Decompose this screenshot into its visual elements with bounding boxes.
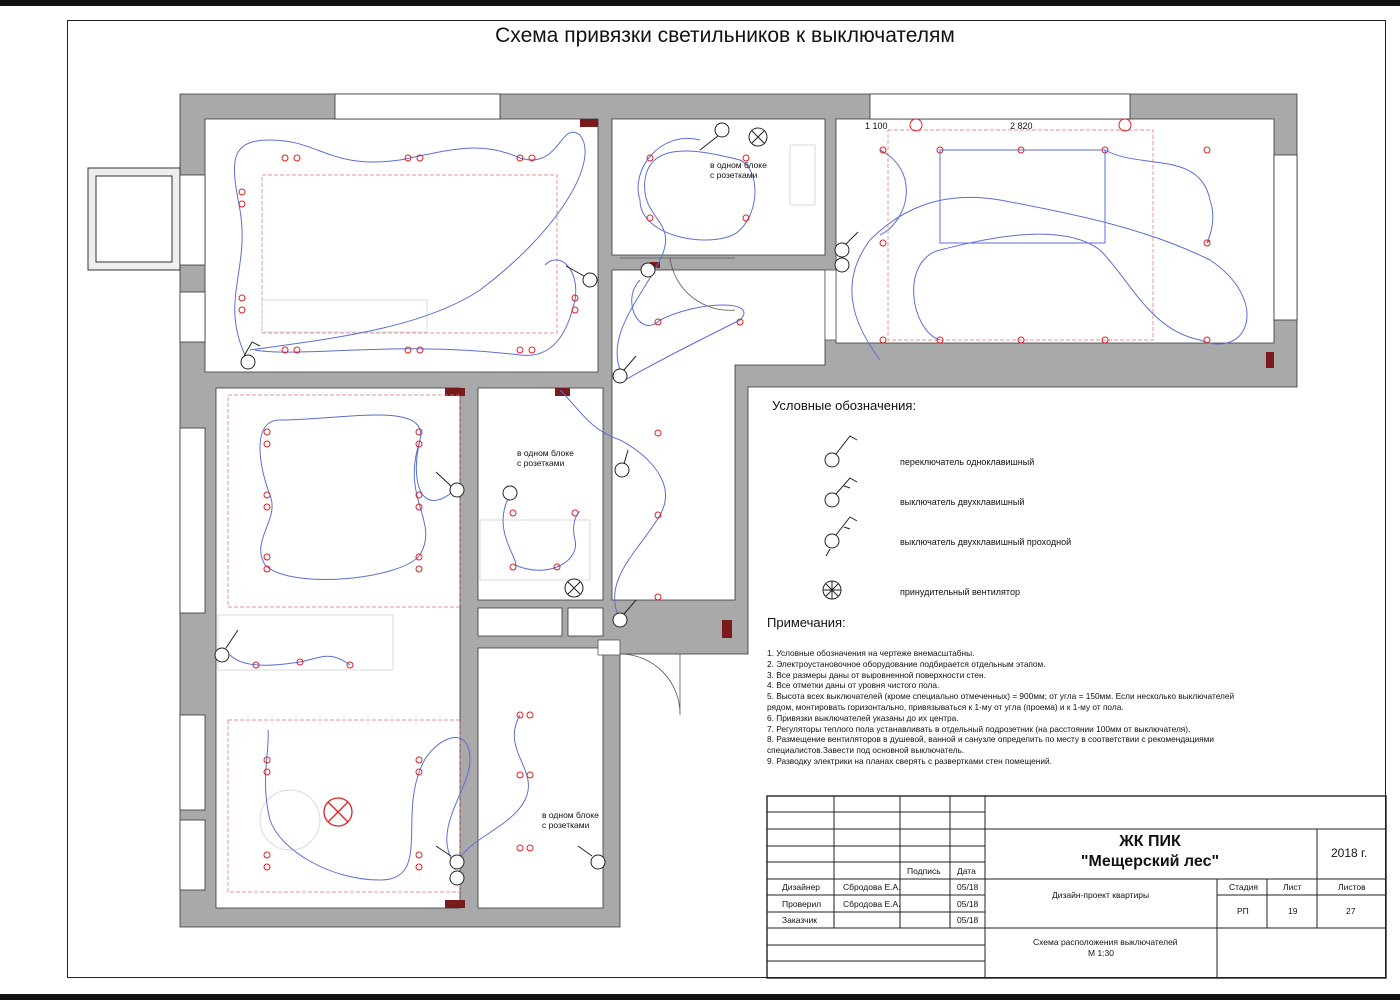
legend-item-fan: принудительный вентилятор — [900, 587, 1020, 597]
doors — [597, 257, 837, 716]
legend-item-double-switch: выключатель двухклавишный — [900, 497, 1025, 507]
windows — [179, 93, 1298, 891]
note-item: 9. Разводку электрики на планах сверять … — [767, 755, 1052, 766]
date-checker: 05/18 — [957, 899, 979, 909]
furniture — [217, 144, 816, 851]
note-item: 4. Все отметки даны от уровня чистого по… — [767, 680, 940, 691]
legend-title: Условные обозначения: — [772, 398, 917, 413]
note-item: 2. Электроустановочное оборудование подб… — [767, 658, 1046, 669]
plan-note-block2-line2: с розетками — [517, 458, 565, 468]
date-client: 05/18 — [957, 915, 979, 925]
col-date-header: Дата — [957, 866, 976, 876]
role-client: Заказчик — [782, 915, 817, 925]
plan-note-block1-line2: с розетками — [710, 170, 758, 180]
title-block-grid — [766, 795, 1387, 979]
switches — [214, 122, 859, 886]
project-name-line1: ЖК ПИК — [1119, 833, 1181, 850]
balcony — [87, 167, 181, 271]
col-sign-header: Подпись — [907, 866, 941, 876]
dimension-1: 1 100 — [865, 121, 888, 131]
plan-note-block2-line1: в одном блоке — [517, 448, 574, 458]
fixtures-room2 — [252, 428, 423, 669]
legend-item-single-switch: переключатель одноклавишный — [900, 457, 1035, 467]
role-checker: Проверил — [782, 899, 822, 909]
note-item: 7. Регуляторы теплого пола устанавливать… — [767, 723, 1191, 734]
legend-item-passthrough-switch: выключатель двухклавишный проходной — [900, 537, 1072, 547]
bottom-border-bar — [0, 994, 1400, 1000]
note-item: 1. Условные обозначения на чертеже внема… — [767, 648, 975, 658]
stage-label: Стадия — [1229, 882, 1258, 892]
stage-value: РП — [1237, 906, 1249, 916]
plan-note-block3-line1: в одном блоке — [542, 810, 599, 820]
legend-symbols — [822, 435, 858, 600]
plan-note-block3-line2: с розетками — [542, 820, 590, 830]
project-name-line2: "Мещерский лес" — [1080, 853, 1220, 870]
note-item: 8. Размещение вентиляторов в душевой, ва… — [767, 734, 1214, 756]
role-designer: Дизайнер — [782, 882, 821, 892]
wiring — [229, 131, 1248, 881]
notes-title: Примечания: — [767, 615, 846, 630]
fixtures-room3 — [263, 711, 534, 871]
note-item: 3. Все размеры даны от выровненной повер… — [767, 669, 986, 680]
fixtures-living — [238, 154, 579, 354]
bedroom-light-loop — [939, 149, 1106, 244]
project-year: 2018 г. — [1331, 846, 1368, 860]
note-item: 5. Высота всех выключателей (кроме специ… — [767, 691, 1235, 712]
name-designer: Сбродова Е.А. — [843, 882, 901, 892]
fixtures-bedroom — [879, 118, 1211, 344]
sheet-value: 19 — [1288, 906, 1298, 916]
plan-note-block1: в одном блоке с розетками — [710, 160, 767, 180]
fixtures-bath — [509, 509, 579, 571]
plan-note-block3: в одном блоке с розетками — [542, 810, 599, 830]
date-designer: 05/18 — [957, 882, 979, 892]
drawing-frame — [67, 20, 1386, 978]
name-checker: Сбродова Е.А. — [843, 899, 901, 909]
plan-note-block1-line1: в одном блоке — [710, 160, 767, 170]
drawing-name: Схема расположения выключателей — [1033, 937, 1178, 947]
accent-blocks — [445, 119, 1274, 908]
sheets-value: 27 — [1346, 906, 1356, 916]
ceiling-outlines — [227, 129, 1154, 893]
top-border-bar — [0, 0, 1400, 6]
dimension-2: 2 820 — [1010, 121, 1033, 131]
drawing-scale: М 1:30 — [1088, 948, 1114, 958]
note-item: 6. Привязки выключателей указаны до их ц… — [767, 712, 959, 723]
plan-note-block2: в одном блоке с розетками — [517, 448, 574, 468]
sheet-label: Лист — [1283, 882, 1302, 892]
drawing-title: Схема привязки светильников к выключател… — [495, 24, 955, 47]
fixtures-hall — [646, 154, 750, 601]
notes-list: 1. Условные обозначения на чертеже внема… — [767, 648, 1257, 767]
sheets-label: Листов — [1338, 882, 1366, 892]
document-title: Дизайн-проект квартиры — [1052, 890, 1150, 900]
